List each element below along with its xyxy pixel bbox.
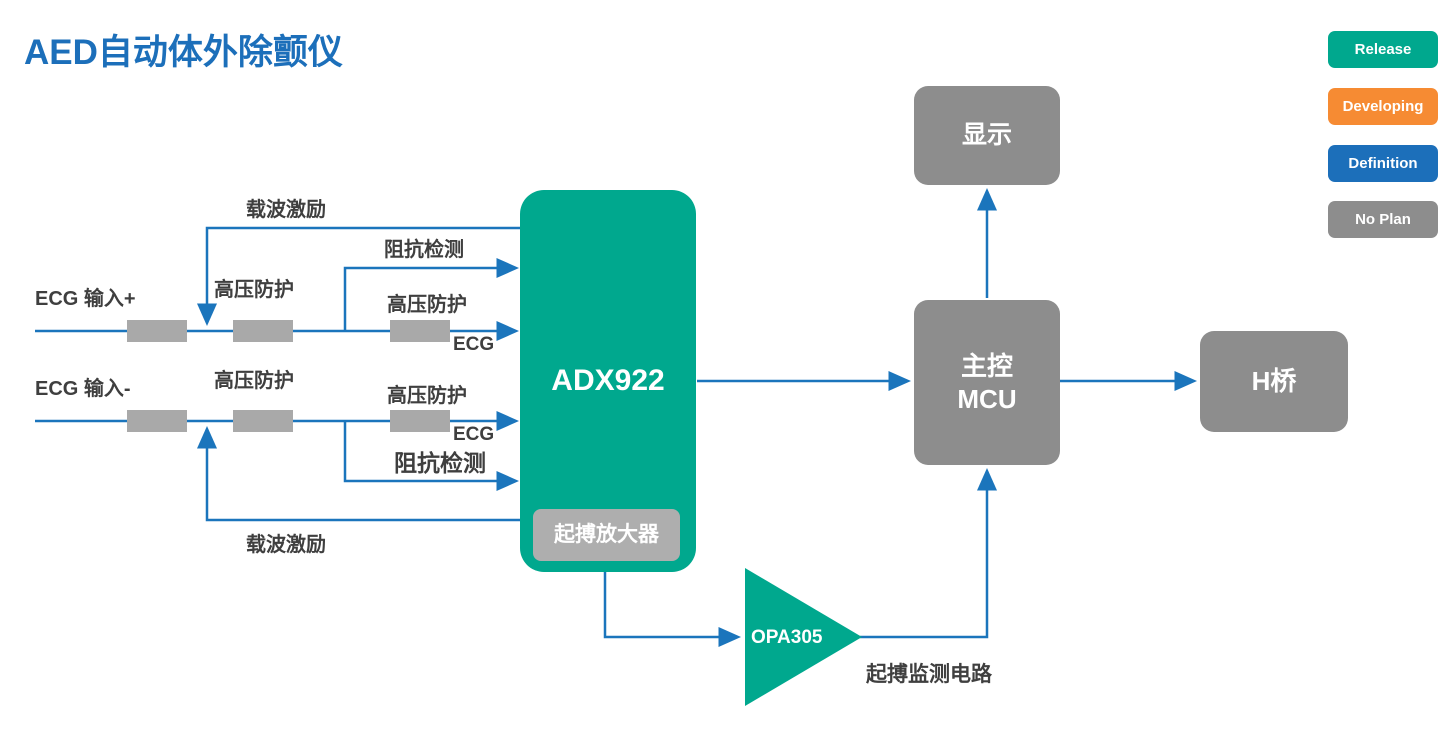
opa305-triangle <box>745 568 862 706</box>
label-hv-protection-bottom-2: 高压防护 <box>387 385 467 407</box>
block-adx922: ADX922 <box>520 190 696 572</box>
label-hv-protection-top-1: 高压防护 <box>214 279 294 301</box>
label-hv-protection-top-2: 高压防护 <box>387 294 467 316</box>
legend-item-no-plan: No Plan <box>1328 201 1438 238</box>
wire-carrier-top <box>197 226 520 326</box>
label-carrier-excitation-bottom: 载波激励 <box>246 534 326 556</box>
legend-item-definition: Definition <box>1328 145 1438 182</box>
component-box-plus-3 <box>390 320 450 342</box>
block-hbridge: H桥 <box>1200 331 1348 432</box>
wire-impedance-top-branch <box>343 258 519 331</box>
block-display: 显示 <box>914 86 1060 185</box>
label-ecg-top: ECG <box>453 334 495 355</box>
label-carrier-excitation-top: 载波激励 <box>246 199 326 221</box>
label-impedance-detect-bottom: 阻抗检测 <box>394 450 486 476</box>
label-impedance-detect-top: 阻抗检测 <box>384 239 464 261</box>
label-ecg-bottom: ECG <box>453 424 495 445</box>
label-ecg-input-plus: ECG 输入+ <box>35 288 136 310</box>
label-pace-monitor-circuit: 起搏监测电路 <box>866 663 992 686</box>
wire-paceamp-to-opa305 <box>603 566 741 647</box>
component-box-plus-2 <box>233 320 293 342</box>
block-pace-amplifier: 起搏放大器 <box>533 509 680 561</box>
component-box-plus-1 <box>127 320 187 342</box>
component-box-minus-3 <box>390 410 450 432</box>
legend-item-developing: Developing <box>1328 88 1438 125</box>
wire-carrier-bottom <box>197 426 520 522</box>
wire-impedance-bottom-branch <box>343 421 519 491</box>
legend-item-release: Release <box>1328 31 1438 68</box>
page-title: AED自动体外除颤仪 <box>24 33 343 72</box>
label-opa305: OPA305 <box>751 627 823 648</box>
label-hv-protection-bottom-1: 高压防护 <box>214 370 294 392</box>
label-ecg-input-minus: ECG 输入- <box>35 378 131 400</box>
component-box-minus-1 <box>127 410 187 432</box>
wire-opa305-to-mcu <box>860 468 997 639</box>
block-mcu: 主控 MCU <box>914 300 1060 465</box>
component-box-minus-2 <box>233 410 293 432</box>
